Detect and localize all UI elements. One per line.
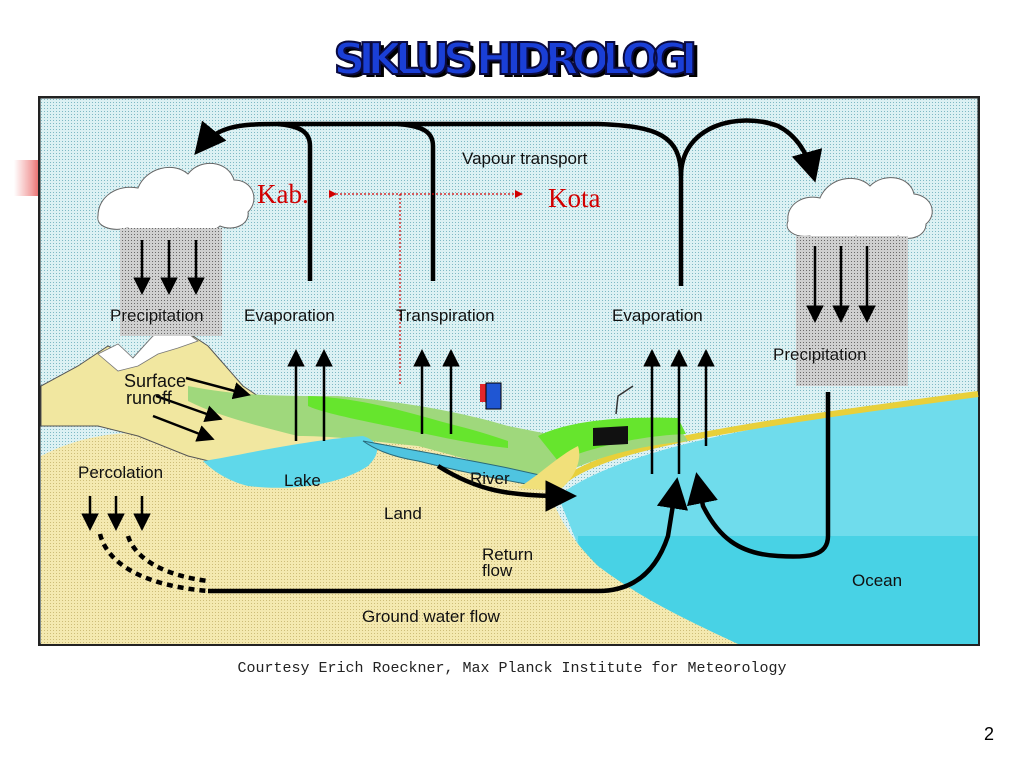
shoreline xyxy=(555,391,979,489)
runoff-2 xyxy=(155,394,223,423)
page-number: 2 xyxy=(983,724,994,744)
annotation-kab: Kab. xyxy=(257,179,309,209)
label-land: Land xyxy=(384,504,422,523)
snow xyxy=(97,325,199,372)
label-return-flow-line2: flow xyxy=(482,561,513,580)
evaporation-up-left xyxy=(277,121,313,281)
label-evaporation-left: Evaporation xyxy=(244,306,335,325)
house-red xyxy=(480,384,490,402)
factory-chimney xyxy=(615,385,634,415)
vapour-transport-arrow xyxy=(194,120,684,286)
vapour-transport-right-arrow xyxy=(678,118,823,183)
label-ocean: Ocean xyxy=(852,571,903,590)
label-ground-water-flow: Ground water flow xyxy=(362,607,500,626)
label-lake: Lake xyxy=(284,471,321,490)
annotation-kota: Kota xyxy=(548,183,601,213)
label-vapour-transport: Vapour transport xyxy=(462,149,588,168)
label-evaporation-right: Evaporation xyxy=(612,306,703,325)
label-surface-runoff-line2: runoff xyxy=(126,388,172,408)
slide-title: SIKLUS HIDROLOGI xyxy=(333,33,699,86)
ocean-return-arrow xyxy=(686,392,831,559)
lake xyxy=(203,436,378,488)
label-percolation: Percolation xyxy=(78,463,164,482)
diagram-canvas xyxy=(38,96,980,646)
river-flow-arrow xyxy=(436,464,577,512)
river xyxy=(362,440,554,489)
transpiration-up xyxy=(397,121,436,281)
beach xyxy=(518,446,580,491)
label-transpiration: Transpiration xyxy=(396,306,495,325)
label-river: River xyxy=(470,469,510,488)
label-surface-runoff-line1: Surface xyxy=(124,371,187,391)
runoff-1 xyxy=(185,376,251,400)
label-precipitation-right: Precipitation xyxy=(773,345,867,364)
runoff-3 xyxy=(152,414,215,442)
label-precipitation-left: Precipitation xyxy=(110,306,204,325)
percolation-dashed xyxy=(97,533,209,594)
image-caption: Courtesy Erich Roeckner, Max Planck Inst… xyxy=(237,660,787,677)
label-return-flow-line1: Return xyxy=(482,545,534,564)
ground-water-flow-arrow xyxy=(208,477,688,594)
house-blue xyxy=(485,382,502,410)
forest xyxy=(308,396,508,448)
hydrological-cycle-diagram: Vapour transport Kab. Kota Precipitation… xyxy=(38,96,980,646)
factory xyxy=(593,426,628,446)
